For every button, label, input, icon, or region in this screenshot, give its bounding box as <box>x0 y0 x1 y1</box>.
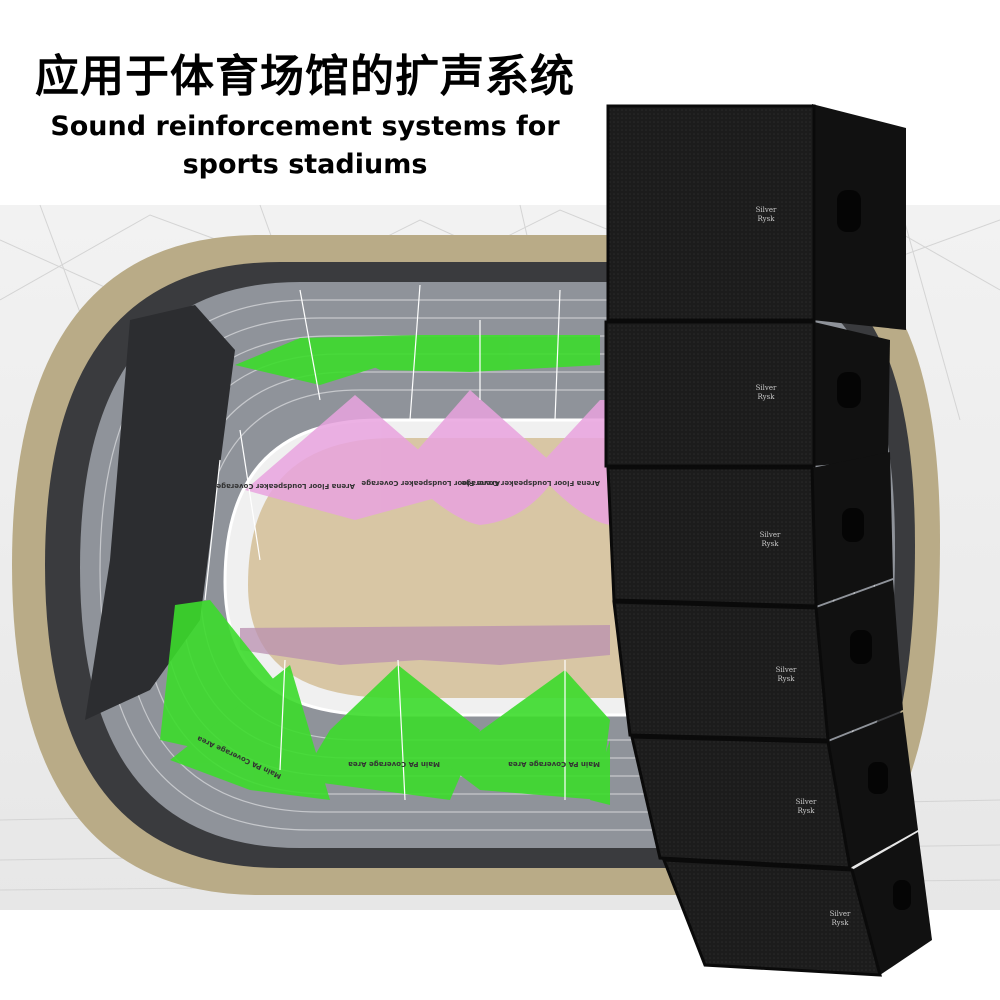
speaker-cabinet-1 <box>606 104 906 330</box>
label-arena-floor-3: Arena Floor Loudspeaker Coverage <box>461 479 600 487</box>
pink-coverage-bottom <box>240 625 610 665</box>
title-english: Sound reinforcement systems for sports s… <box>0 108 610 184</box>
title-chinese: 应用于体育场馆的扩声系统 <box>35 51 575 102</box>
title-english-line1: Sound reinforcement systems for <box>50 111 560 142</box>
speaker-cabinet-3 <box>606 452 893 608</box>
brand-line1: Silver <box>776 666 797 674</box>
brand-badge-6: Silver Rysk <box>830 910 851 927</box>
speaker-cabinet-6 <box>661 832 932 977</box>
brand-line2: Rysk <box>798 807 816 815</box>
green-coverage-bottom <box>160 600 610 805</box>
brand-line1: Silver <box>760 531 781 539</box>
label-arena-floor-1: Arena Floor Loudspeaker Coverage <box>216 482 355 490</box>
green-coverage-top <box>235 335 600 385</box>
brand-line2: Rysk <box>778 675 796 683</box>
brand-line1: Silver <box>756 206 777 214</box>
pink-coverage-top <box>245 390 610 525</box>
brand-badge-2: Silver Rysk <box>756 384 777 401</box>
brand-line1: Silver <box>756 384 777 392</box>
brand-line1: Silver <box>830 910 851 918</box>
speaker-cabinet-5 <box>630 712 918 870</box>
rigging-lines <box>204 284 566 801</box>
line-array-speaker-stack: Silver Rysk Silver Rysk Silver Rysk Silv… <box>604 104 932 977</box>
speaker-cabinet-4 <box>612 580 903 742</box>
brand-line2: Rysk <box>758 215 776 223</box>
title-english-line2: sports stadiums <box>182 149 428 180</box>
brand-badge-4: Silver Rysk <box>776 666 797 683</box>
brand-line2: Rysk <box>832 919 850 927</box>
brand-badge-5: Silver Rysk <box>796 798 817 815</box>
brand-badge-3: Silver Rysk <box>760 531 781 548</box>
brand-line2: Rysk <box>762 540 780 548</box>
label-main-pa-3: Main PA Coverage Area <box>508 760 600 768</box>
label-main-pa-2: Main PA Coverage Area <box>348 760 440 768</box>
label-arena-floor-2: Arena Floor Loudspeaker Coverage <box>361 479 500 487</box>
brand-line1: Silver <box>796 798 817 806</box>
brand-badge-1: Silver Rysk <box>756 206 777 223</box>
speaker-cabinet-2 <box>604 320 890 468</box>
brand-line2: Rysk <box>758 393 776 401</box>
